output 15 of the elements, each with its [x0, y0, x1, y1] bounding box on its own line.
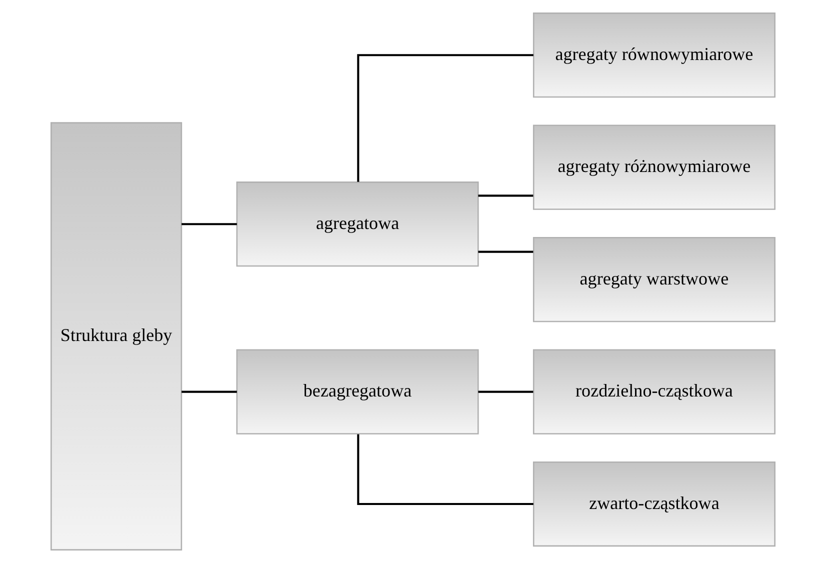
connector: [478, 194, 534, 197]
node-box: bezagregatowa: [236, 349, 479, 434]
node-box: Struktura gleby: [50, 122, 182, 550]
connector: [478, 250, 534, 253]
node-box: rozdzielno-cząstkowa: [532, 349, 776, 434]
node-box: agregaty równowymiarowe: [532, 12, 776, 98]
node-box: agregatowa: [236, 182, 479, 267]
connector: [182, 390, 237, 393]
connector: [357, 434, 534, 506]
node-box: agregaty warstwowe: [532, 237, 776, 322]
connector: [357, 54, 534, 182]
connector: [182, 223, 237, 226]
node-box: zwarto-cząstkowa: [532, 461, 776, 547]
connector: [478, 390, 534, 393]
node-box: agregaty różnowymiarowe: [532, 124, 776, 210]
